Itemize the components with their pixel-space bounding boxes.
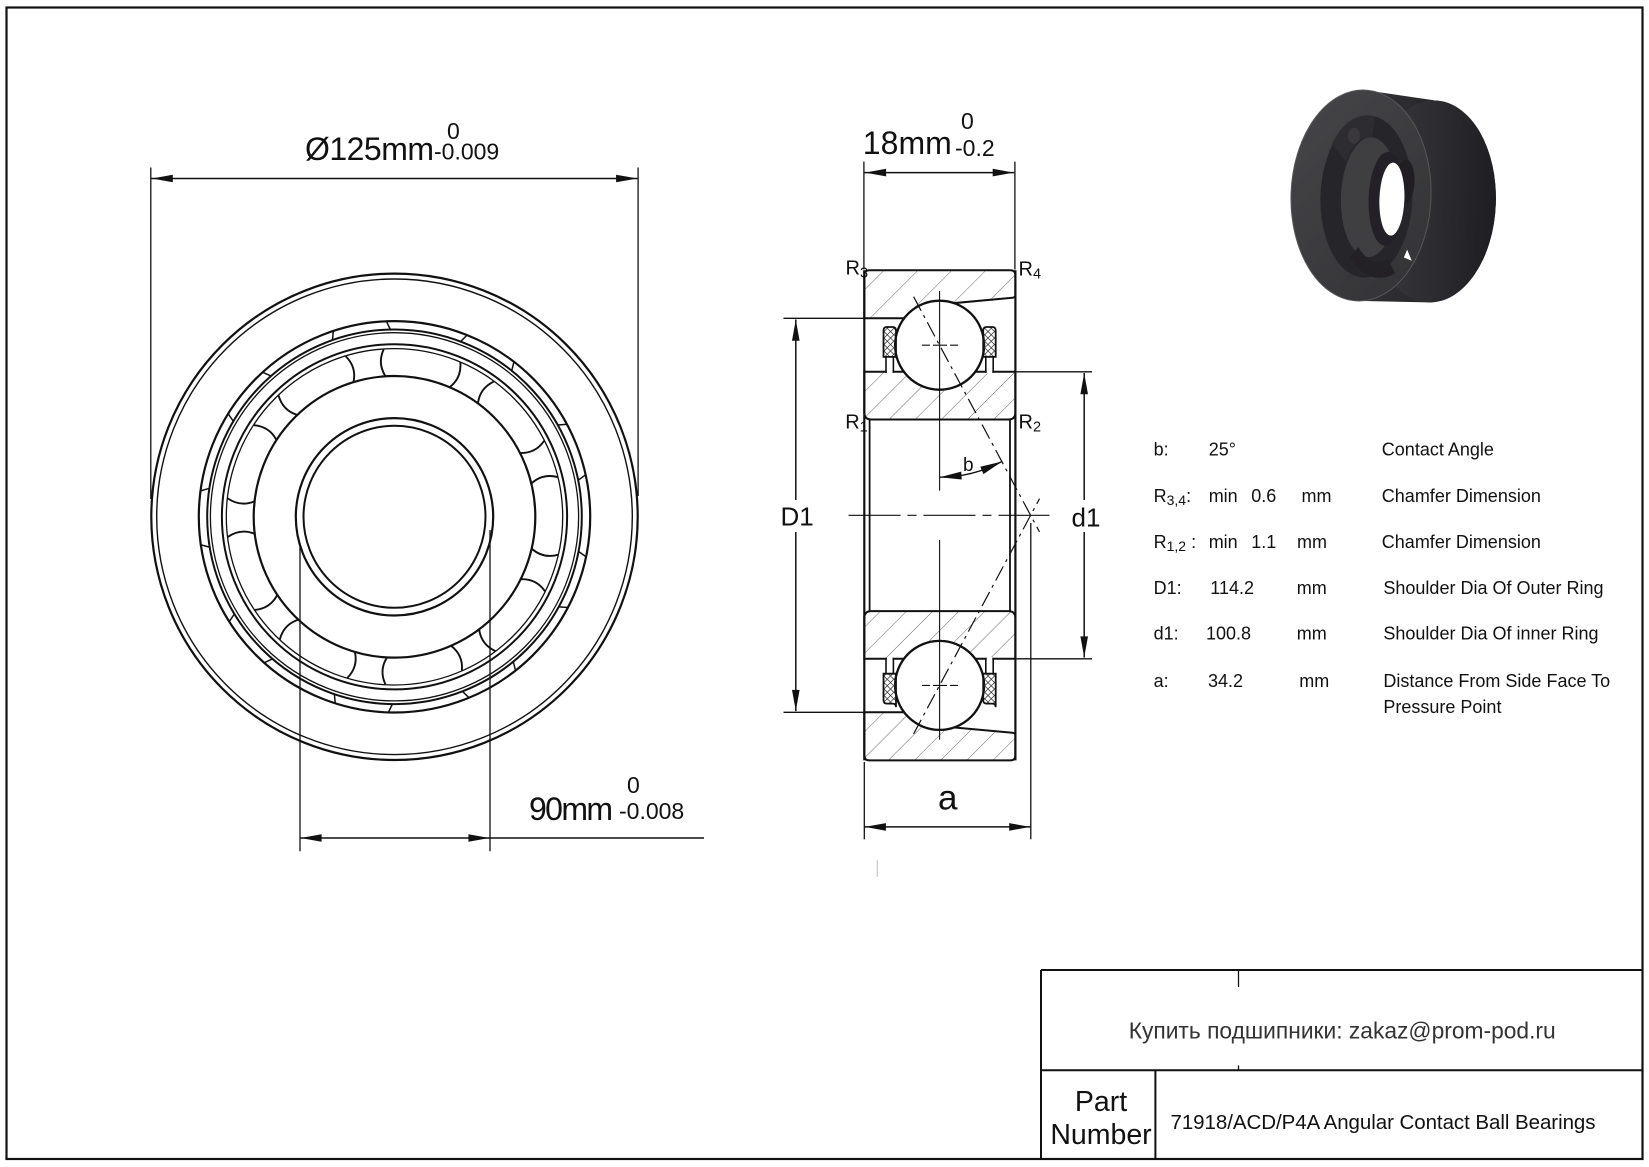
svg-text:Ø125mm: Ø125mm: [305, 131, 434, 167]
svg-text:mm: mm: [1297, 578, 1327, 598]
svg-text:min: min: [1209, 532, 1238, 552]
svg-text:a: a: [938, 779, 958, 818]
svg-text:Chamfer Dimension: Chamfer Dimension: [1382, 486, 1541, 506]
svg-text:114.2: 114.2: [1210, 578, 1254, 598]
svg-text:d1: d1: [1072, 503, 1101, 533]
svg-text:R2: R2: [1019, 412, 1042, 436]
svg-text:D1: D1: [781, 502, 814, 532]
svg-text:b:: b:: [1154, 440, 1169, 460]
svg-text:a:: a:: [1154, 671, 1169, 691]
svg-text:R3: R3: [846, 258, 869, 282]
svg-text:R3,4:: R3,4:: [1154, 486, 1191, 508]
svg-text:Part: Part: [1075, 1086, 1127, 1118]
svg-text:90mm: 90mm: [529, 791, 613, 827]
svg-text:Shoulder Dia Of Outer Ring: Shoulder Dia Of Outer Ring: [1383, 578, 1603, 598]
svg-text:mm: mm: [1297, 532, 1327, 552]
svg-text:71918/ACD/P4A Angular Contact: 71918/ACD/P4A Angular Contact Ball Beari…: [1171, 1111, 1596, 1134]
svg-text:100.8: 100.8: [1206, 624, 1251, 644]
svg-text:Number: Number: [1050, 1119, 1152, 1151]
svg-text:Distance From Side Face To: Distance From Side Face To: [1383, 671, 1610, 691]
svg-text:0: 0: [447, 118, 460, 144]
svg-text:-0.2: -0.2: [955, 135, 995, 161]
svg-text:mm: mm: [1299, 671, 1329, 691]
svg-text:R4: R4: [1019, 259, 1042, 283]
svg-text:Chamfer Dimension: Chamfer Dimension: [1382, 532, 1541, 552]
svg-text:-0.008: -0.008: [619, 798, 684, 824]
svg-text:18mm: 18mm: [863, 125, 952, 161]
svg-text:-0.009: -0.009: [434, 139, 499, 165]
svg-text:Pressure Point: Pressure Point: [1383, 697, 1501, 717]
svg-text:Contact Angle: Contact Angle: [1382, 440, 1494, 460]
svg-text:0.6: 0.6: [1251, 486, 1276, 506]
svg-text:Shoulder Dia Of inner Ring: Shoulder Dia Of inner Ring: [1383, 624, 1598, 644]
svg-text:R1,2 :: R1,2 :: [1154, 532, 1196, 554]
svg-text:Купить подшипники: zakaz@prom-: Купить подшипники: zakaz@prom-pod.ru: [1129, 1018, 1556, 1044]
svg-text:0: 0: [961, 108, 974, 134]
svg-text:25°: 25°: [1209, 440, 1236, 460]
svg-text:mm: mm: [1297, 624, 1327, 644]
svg-text:d1:: d1:: [1154, 624, 1179, 644]
svg-text:1.1: 1.1: [1251, 532, 1276, 552]
svg-text:min: min: [1209, 486, 1238, 506]
svg-text:34.2: 34.2: [1208, 671, 1243, 691]
svg-text:b: b: [963, 455, 974, 476]
svg-text:D1:: D1:: [1154, 578, 1182, 598]
svg-text:mm: mm: [1302, 486, 1332, 506]
svg-text:0: 0: [627, 772, 640, 798]
